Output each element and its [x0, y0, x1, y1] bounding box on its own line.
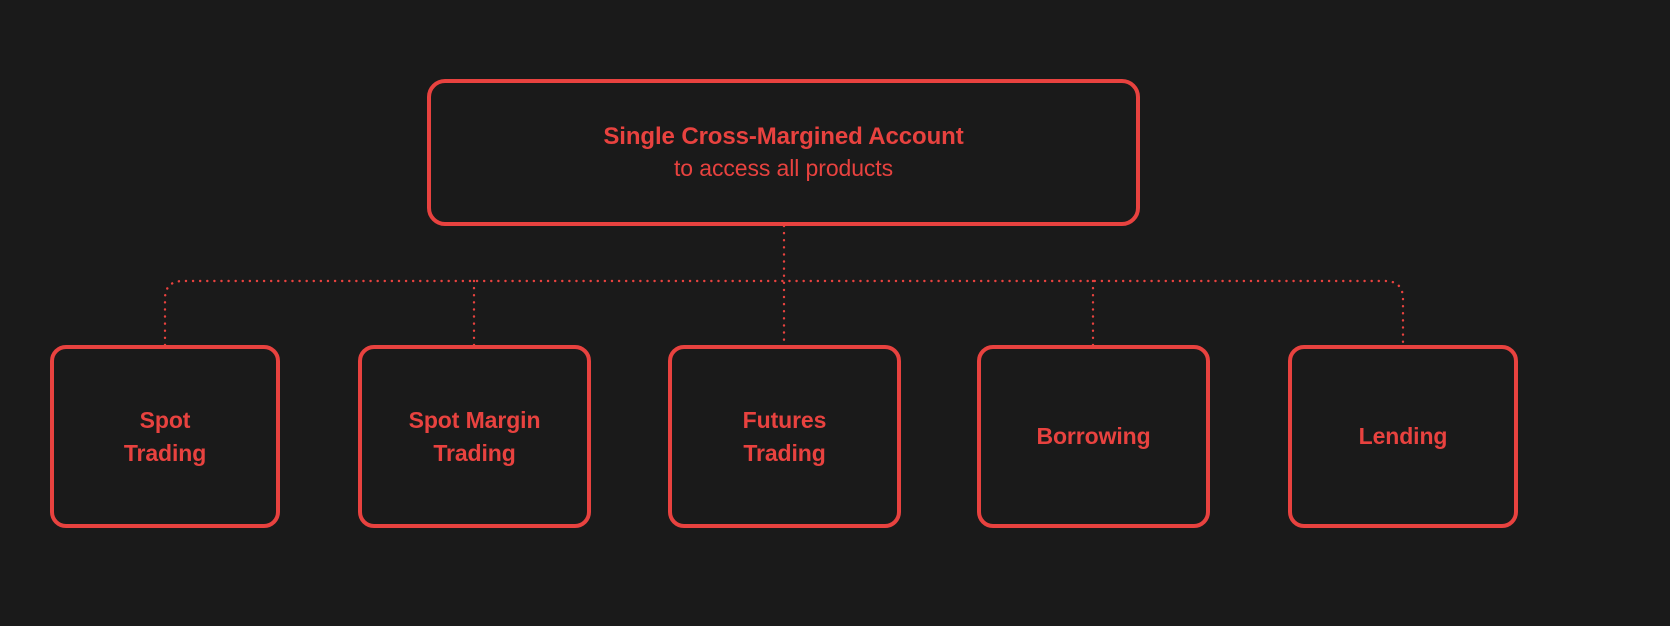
connector-bus — [163, 279, 1405, 347]
node-label: Borrowing — [1036, 423, 1151, 450]
node-label: Spot Margin Trading — [408, 407, 541, 466]
root-node-single-cross-margined-account[interactable]: Single Cross-Margined Account to access … — [427, 79, 1140, 226]
node-label: Spot Trading — [123, 407, 207, 466]
node-spot-margin-trading[interactable]: Spot Margin Trading — [358, 345, 591, 528]
node-borrowing[interactable]: Borrowing — [977, 345, 1210, 528]
root-node-title: Single Cross-Margined Account — [603, 123, 964, 151]
root-node-subtitle: to access all products — [674, 154, 893, 181]
node-futures-trading[interactable]: Futures Trading — [668, 345, 901, 528]
node-spot-trading[interactable]: Spot Trading — [50, 345, 280, 528]
node-lending[interactable]: Lending — [1288, 345, 1518, 528]
node-label: Futures Trading — [742, 407, 827, 466]
node-label: Lending — [1358, 423, 1448, 450]
